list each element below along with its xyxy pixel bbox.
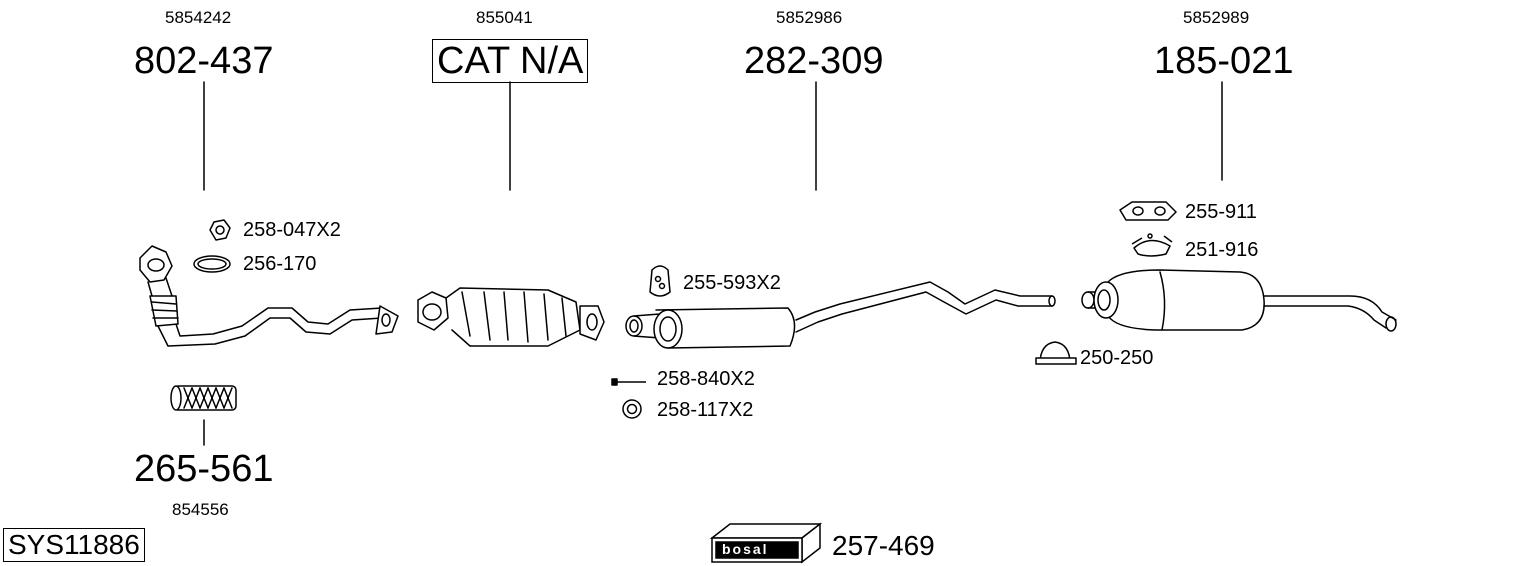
front-pipe-drawing xyxy=(139,245,399,347)
bosal-kit-box-icon xyxy=(709,522,823,564)
part-number-802-437[interactable]: 802-437 xyxy=(134,40,274,82)
oe-number-cat: 855041 xyxy=(476,8,533,27)
fitting-label-255-593X2[interactable]: 255-593X2 xyxy=(683,272,781,294)
gasket-ring-icon xyxy=(193,255,231,273)
nut-icon xyxy=(209,219,231,241)
oe-number-282-309: 5852986 xyxy=(776,8,843,27)
fitting-kit-part-number[interactable]: 257-469 xyxy=(832,530,935,561)
fitting-label-258-117X2[interactable]: 258-117X2 xyxy=(657,399,754,421)
fitting-label-255-911[interactable]: 255-911 xyxy=(1185,201,1257,223)
catalytic-converter-drawing xyxy=(417,287,605,347)
fitting-label-250-250[interactable]: 250-250 xyxy=(1080,347,1154,369)
fitting-label-256-170[interactable]: 256-170 xyxy=(243,253,317,275)
oe-number-265-561: 854556 xyxy=(172,500,229,519)
clamp-icon xyxy=(1131,233,1173,257)
washer-icon xyxy=(622,399,642,419)
middle-pipe-drawing xyxy=(625,281,1056,349)
fitting-label-258-840X2[interactable]: 258-840X2 xyxy=(657,368,755,390)
system-code: SYS11886 xyxy=(3,528,145,562)
rubber-mount-icon xyxy=(649,265,671,297)
rear-silencer-drawing xyxy=(1081,269,1397,332)
oe-number-802-437: 5854242 xyxy=(165,8,232,27)
u-clamp-icon xyxy=(1035,341,1077,365)
part-number-282-309[interactable]: 282-309 xyxy=(744,40,884,82)
bosal-brand-text: bosal xyxy=(722,541,769,557)
part-number-185-021[interactable]: 185-021 xyxy=(1154,40,1294,82)
part-number-265-561[interactable]: 265-561 xyxy=(134,448,274,490)
hanger-bracket-icon xyxy=(1119,201,1177,221)
fitting-label-251-916[interactable]: 251-916 xyxy=(1185,239,1259,261)
fitting-label-258-047X2[interactable]: 258-047X2 xyxy=(243,219,341,241)
part-number-cat[interactable]: CAT N/A xyxy=(432,39,589,83)
bolt-icon xyxy=(611,378,646,386)
flexible-pipe-drawing xyxy=(170,385,237,411)
oe-number-185-021: 5852989 xyxy=(1183,8,1250,27)
